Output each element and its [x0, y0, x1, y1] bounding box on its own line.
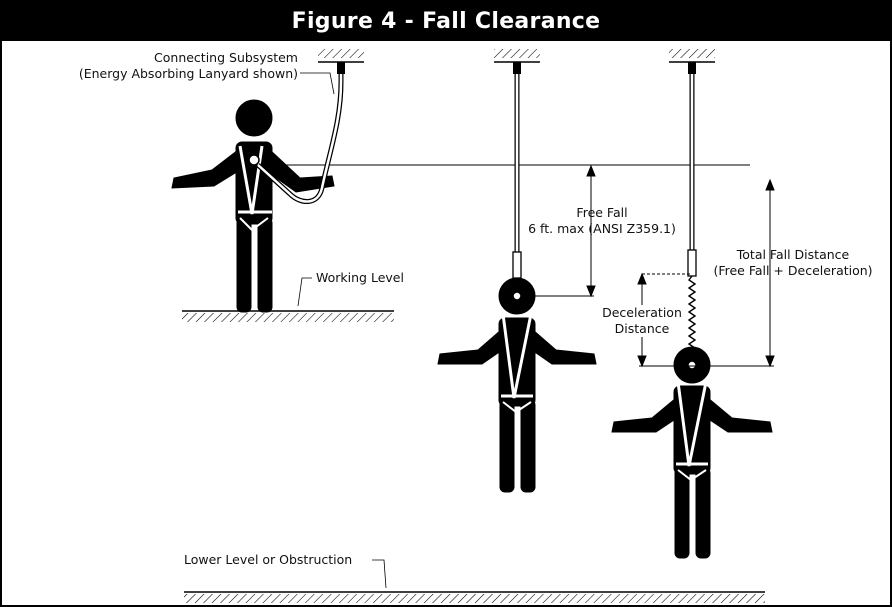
- anchor-ceiling-1: [318, 49, 364, 63]
- worker-figure-standing: [171, 99, 335, 313]
- anchor-ceiling-3: [669, 49, 715, 63]
- worker-figure-fallen-1: [437, 277, 597, 493]
- working-level-label: Working Level: [316, 270, 404, 285]
- free-fall-dimension: [521, 164, 596, 298]
- connecting-subsystem-leader: [300, 72, 335, 95]
- free-fall-label: Free Fall 6 ft. max (ANSI Z359.1): [528, 205, 676, 236]
- anchor-ceiling-2: [494, 49, 540, 63]
- lower-level-label: Lower Level or Obstruction: [184, 552, 353, 567]
- total-fall-dimension: [700, 178, 775, 368]
- lanyard-standing: [256, 62, 345, 204]
- figure-title: Figure 4 - Fall Clearance: [2, 2, 890, 41]
- lower-level-floor: [184, 591, 765, 603]
- lifeline-2: [512, 62, 522, 279]
- working-level-floor: [182, 310, 394, 322]
- connecting-subsystem-label: Connecting Subsystem (Energy Absorbing L…: [78, 50, 298, 81]
- lower-level-leader: [372, 559, 387, 589]
- deceleration-distance-label: Deceleration Distance: [600, 305, 684, 337]
- working-level-leader: [297, 277, 312, 307]
- lifeline-3: [687, 62, 697, 352]
- total-fall-distance-label: Total Fall Distance (Free Fall + Deceler…: [713, 247, 873, 278]
- worker-figure-fallen-2: [611, 346, 773, 559]
